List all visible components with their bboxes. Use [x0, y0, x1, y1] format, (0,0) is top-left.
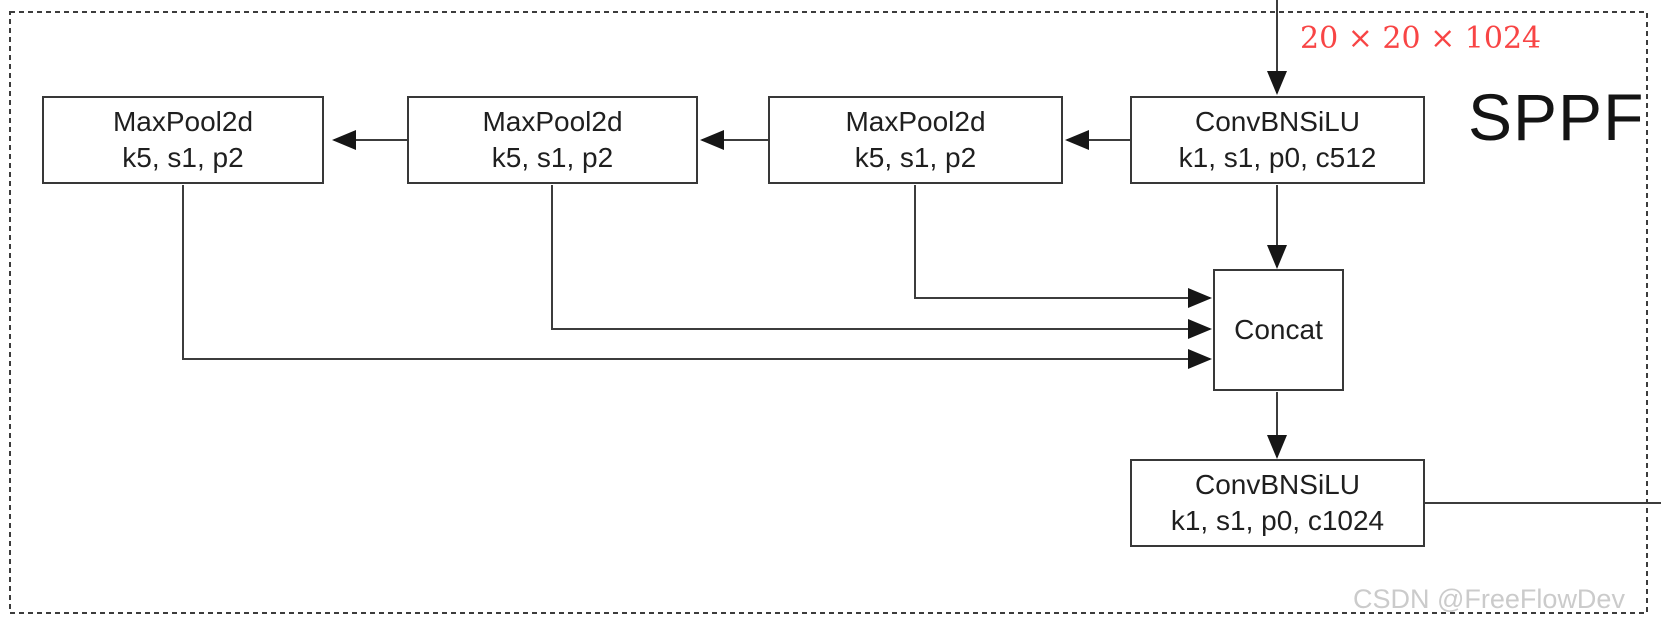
node-conv-out-name: ConvBNSiLU [1195, 468, 1360, 500]
watermark: CSDN @FreeFlowDev [1353, 584, 1625, 614]
node-concat-name: Concat [1234, 313, 1323, 345]
node-maxpool-1-params: k5, s1, p2 [122, 142, 244, 173]
node-maxpool-1-name: MaxPool2d [112, 105, 254, 137]
edge-maxpool2-to-concat [551, 185, 1212, 339]
node-maxpool-2-params: k5, s1, p2 [491, 142, 614, 173]
node-concat: Concat [1213, 269, 1344, 391]
node-conv-in-name: ConvBNSiLU [1195, 105, 1360, 137]
node-conv-in: ConvBNSiLU k1, s1, p0, c512 [1130, 96, 1425, 184]
node-maxpool-2-name: MaxPool2d [482, 105, 623, 137]
node-maxpool-1: MaxPool2d k5, s1, p2 [42, 96, 324, 184]
node-maxpool-3-name: MaxPool2d [845, 105, 986, 137]
module-title: SPPF [1468, 80, 1645, 154]
input-dimension-label: 20 × 20 × 1024 [1300, 21, 1542, 56]
node-conv-out-params: k1, s1, p0, c1024 [1170, 505, 1385, 536]
edge-maxpool1-to-concat [182, 185, 1212, 369]
node-maxpool-3-params: k5, s1, p2 [854, 142, 977, 173]
node-maxpool-2: MaxPool2d k5, s1, p2 [407, 96, 698, 184]
edge-maxpool3-to-concat [914, 185, 1212, 308]
node-conv-out: ConvBNSiLU k1, s1, p0, c1024 [1130, 459, 1425, 547]
node-maxpool-3: MaxPool2d k5, s1, p2 [768, 96, 1063, 184]
node-conv-in-params: k1, s1, p0, c512 [1178, 142, 1377, 173]
